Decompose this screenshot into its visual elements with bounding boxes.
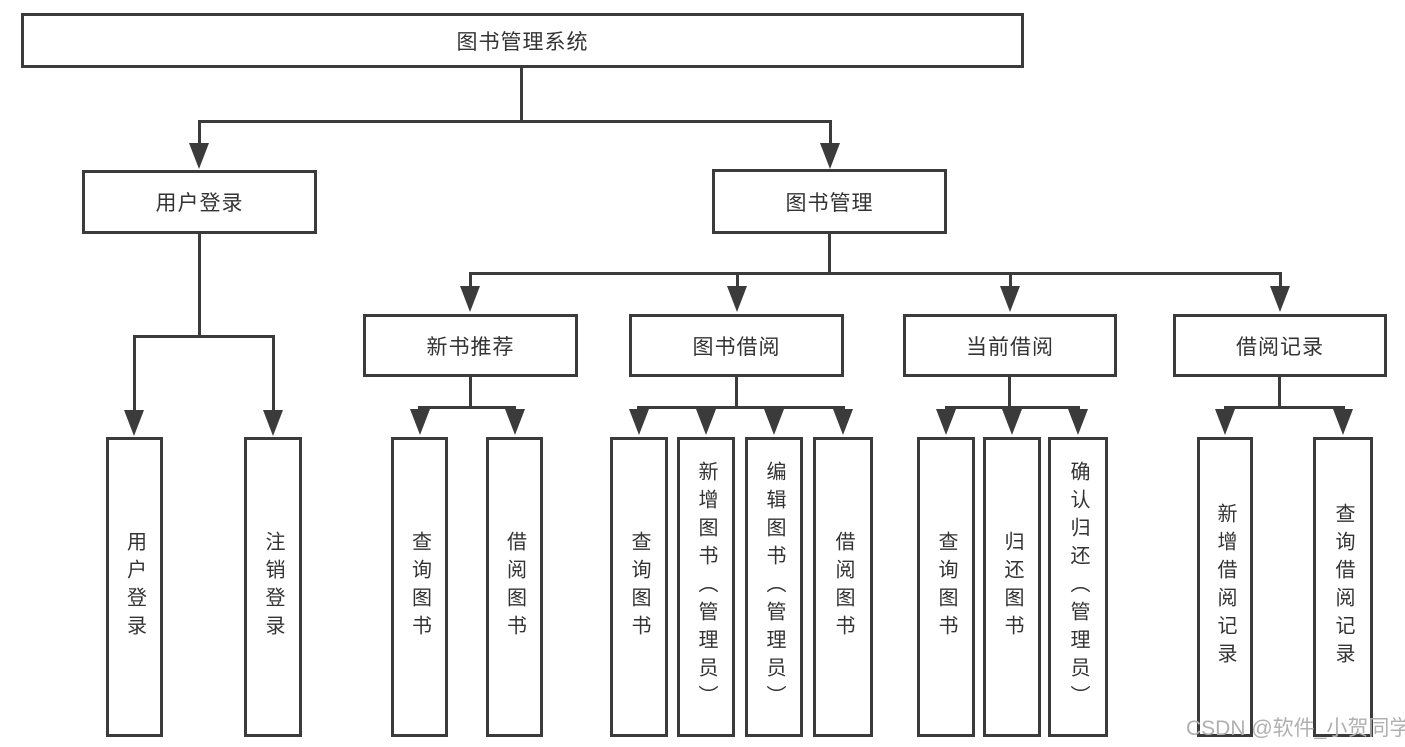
csdn-watermark: CSDN @软件_小贺同学 — [1186, 717, 1405, 740]
leaf-label: 编辑图书（管理员） — [763, 461, 785, 713]
leaf-label: 借阅图书 — [832, 531, 854, 643]
connector-root-left-drop — [198, 122, 201, 144]
leaf-cb-confirm-return: 确认归还（管理员） — [1048, 437, 1108, 737]
arrow-down-icon — [1270, 286, 1290, 312]
leaf-label: 新增借阅记录 — [1214, 503, 1236, 671]
connector-mgmt-drop-3 — [1009, 275, 1012, 287]
connector-bb-rail — [637, 406, 845, 409]
arrow-down-icon — [1333, 409, 1353, 435]
leaf-nbr-borrow-books: 借阅图书 — [486, 437, 543, 737]
arrow-down-icon — [505, 409, 525, 435]
connector-br-rail — [1224, 406, 1345, 409]
leaf-logout: 注销登录 — [244, 437, 302, 737]
leaf-cb-return-books: 归还图书 — [983, 437, 1041, 737]
connector-root-right-drop — [829, 122, 832, 144]
leaf-nbr-query-books: 查询图书 — [391, 437, 448, 737]
leaf-bb-edit-books: 编辑图书（管理员） — [745, 437, 803, 737]
arrow-down-icon — [1002, 409, 1022, 435]
leaf-cb-query-books: 查询图书 — [917, 437, 975, 737]
leaf-label: 归还图书 — [1001, 531, 1023, 643]
node-borrow-record: 借阅记录 — [1173, 314, 1387, 377]
leaf-label: 查询图书 — [408, 531, 431, 643]
arrow-down-icon — [189, 143, 209, 169]
arrow-down-icon — [820, 143, 840, 169]
arrow-down-icon — [460, 286, 480, 312]
connector-mgmt-rail — [469, 272, 1282, 275]
leaf-bb-add-books: 新增图书（管理员） — [677, 437, 735, 737]
arrow-down-icon — [1215, 409, 1235, 435]
arrow-down-icon — [1000, 286, 1020, 312]
node-user-login: 用户登录 — [82, 170, 317, 234]
connector-bb-stem — [735, 377, 738, 408]
leaf-label: 新增图书（管理员） — [695, 461, 717, 713]
leaf-bb-borrow-books: 借阅图书 — [813, 437, 873, 737]
connector-login-stem — [198, 234, 201, 337]
node-new-book-recommend: 新书推荐 — [363, 314, 578, 377]
arrow-down-icon — [1068, 409, 1088, 435]
leaf-label: 查询图书 — [935, 531, 957, 643]
leaf-label: 查询借阅记录 — [1332, 503, 1354, 671]
connector-nbr-rail — [418, 406, 516, 409]
connector-cb-stem — [1008, 377, 1011, 408]
leaf-br-query-record: 查询借阅记录 — [1313, 437, 1373, 737]
connector-mgmt-drop-2 — [736, 275, 739, 287]
node-book-management: 图书管理 — [712, 169, 947, 234]
connector-mgmt-drop-4 — [1279, 275, 1282, 287]
connector-br-stem — [1278, 377, 1281, 408]
arrow-down-icon — [936, 409, 956, 435]
leaf-label: 确认归还（管理员） — [1067, 461, 1089, 713]
arrow-down-icon — [124, 410, 144, 436]
leaf-label: 注销登录 — [262, 531, 284, 643]
connector-cb-rail — [945, 406, 1080, 409]
arrow-down-icon — [696, 409, 716, 435]
leaf-br-add-record: 新增借阅记录 — [1197, 437, 1253, 737]
connector-nbr-stem — [469, 377, 472, 408]
leaf-label: 用户登录 — [123, 531, 146, 643]
arrow-down-icon — [727, 286, 747, 312]
connector-root-rail — [198, 120, 832, 123]
arrow-down-icon — [410, 409, 430, 435]
node-current-borrow: 当前借阅 — [903, 314, 1117, 377]
leaf-user-login: 用户登录 — [106, 437, 163, 737]
arrow-down-icon — [833, 409, 853, 435]
connector-mgmt-stem — [828, 234, 831, 275]
arrow-down-icon — [764, 409, 784, 435]
leaf-label: 查询图书 — [628, 531, 650, 643]
connector-mgmt-drop-1 — [469, 275, 472, 287]
connector-login-right-drop — [272, 337, 275, 411]
node-book-borrow: 图书借阅 — [629, 314, 844, 377]
leaf-label: 借阅图书 — [503, 531, 526, 643]
connector-login-left-drop — [133, 337, 136, 411]
arrow-down-icon — [629, 409, 649, 435]
leaf-bb-query-books: 查询图书 — [610, 437, 668, 737]
arrow-down-icon — [263, 410, 283, 436]
connector-root-stem — [520, 68, 523, 122]
connector-login-rail — [133, 335, 275, 338]
node-root: 图书管理系统 — [21, 13, 1024, 68]
